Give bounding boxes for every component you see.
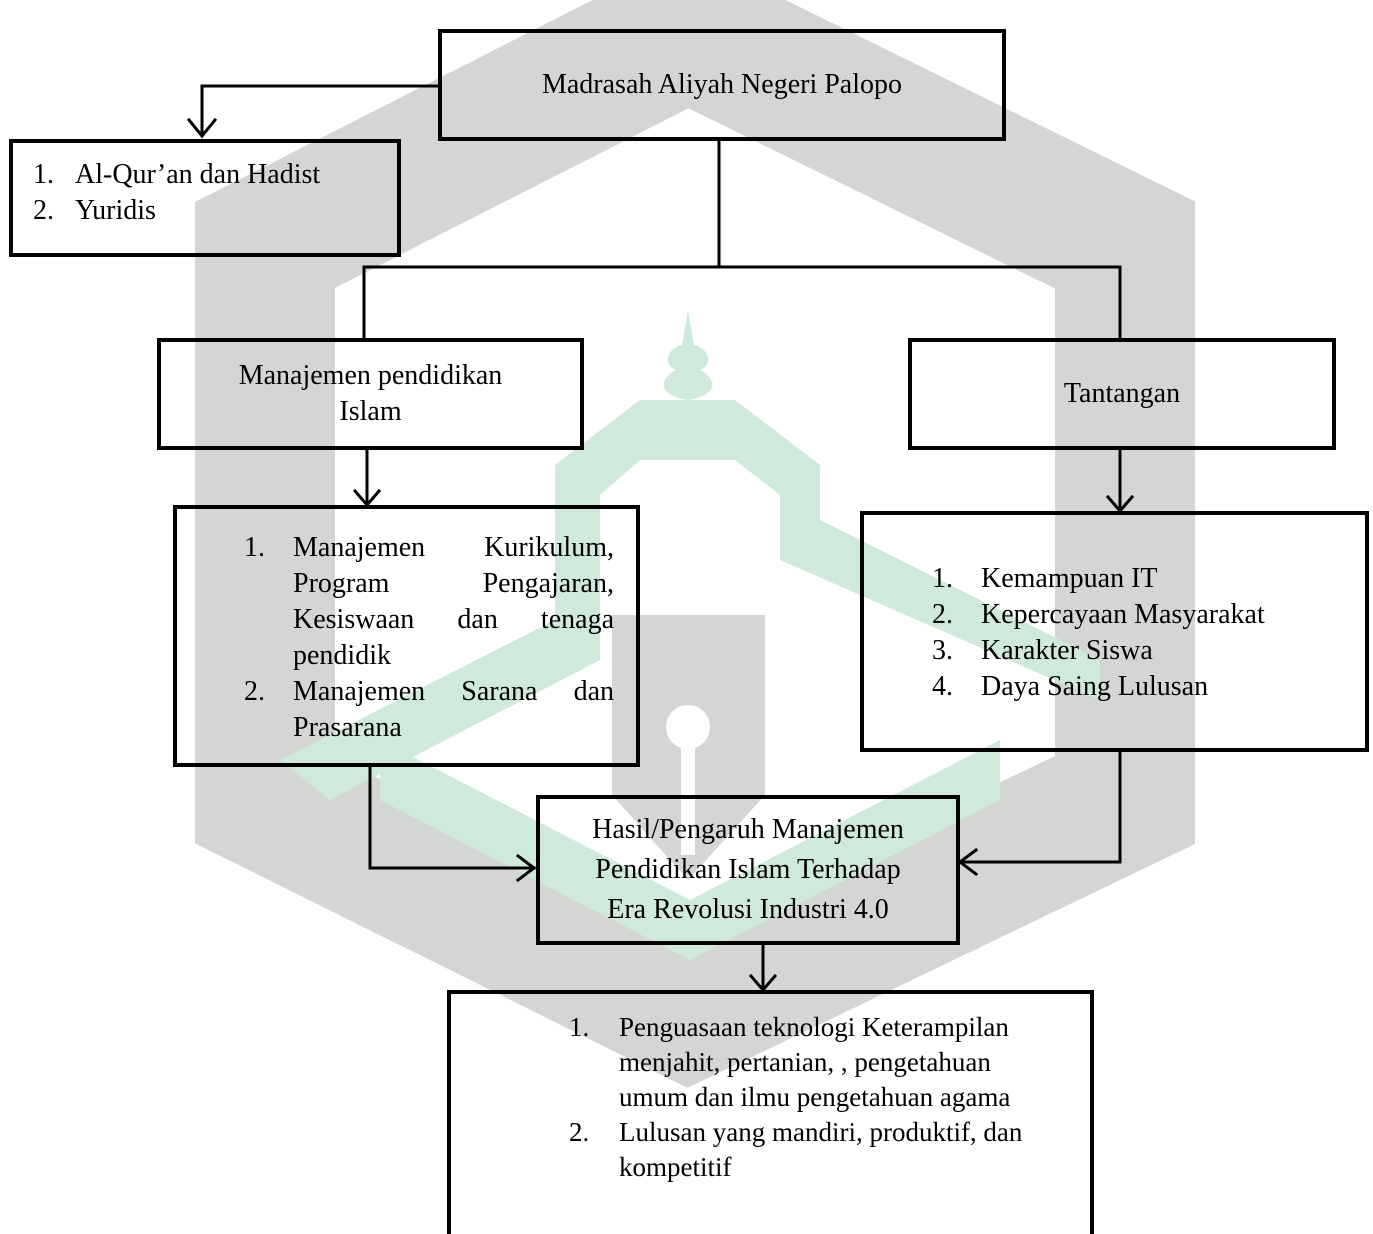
list-item-text: Yuridis [75,195,156,226]
connector-challenge-items-to-result [958,750,1122,864]
outcomes-node: 1. Penguasaan teknologi Keterampilan men… [447,990,1094,1234]
challenge-items-list: 1. Kemampuan IT 2. Kepercayaan Masyaraka… [932,561,1365,705]
list-item: 3. Karakter Siswa [932,633,1365,669]
watermark-hexagon [195,0,1195,1088]
result-node: Hasil/Pengaruh Manajemen Pendidikan Isla… [536,795,960,945]
foundation-list: 1. Al-Qur’an dan Hadist 2. Yuridis [33,157,397,229]
list-item-text: Penguasaan teknologi Keterampilan menjah… [619,1012,1011,1112]
list-item-number: 1. [33,159,54,190]
list-item: 1. Penguasaan teknologi Keterampilan men… [569,1010,1050,1115]
list-item-number: 2. [932,599,953,630]
list-item-text: Karakter Siswa [981,635,1153,666]
list-item-number: 2. [33,195,54,226]
list-item-number: 1. [244,532,265,563]
root-node: Madrasah Aliyah Negeri Palopo [438,29,1006,141]
connector-root-to-foundation [200,84,440,137]
connector-management-items-to-result [368,764,536,870]
watermark-pen-slit [681,745,695,855]
result-node-line-2: Pendidikan Islam Terhadap [595,854,901,885]
list-item-number: 1. [932,563,953,594]
challenges-node: Tantangan [908,338,1336,450]
watermark-pen-hole [666,705,710,749]
outcomes-list: 1. Penguasaan teknologi Keterampilan men… [569,1010,1050,1185]
list-item: 2. Kepercayaan Masyarakat [932,597,1365,633]
list-item-number: 3. [932,635,953,666]
list-item-text: Daya Saing Lulusan [981,671,1209,702]
list-item-text: Kepercayaan Masyarakat [981,599,1265,630]
result-node-line-1: Hasil/Pengaruh Manajemen [592,814,904,845]
list-item: 1. Manajemen Kurikulum, Program Pengajar… [244,530,614,674]
list-item: 2. Lulusan yang mandiri, produktif, dan … [569,1115,1050,1185]
management-node-line-1: Manajemen pendidikan [238,360,503,391]
list-item-number: 4. [932,671,953,702]
management-items-node: 1. Manajemen Kurikulum, Program Pengajar… [173,505,640,767]
watermark-green-arch [280,400,1100,800]
arrowhead-result-right [957,847,979,877]
arrowhead-result-left [515,853,537,883]
foundation-node: 1. Al-Qur’an dan Hadist 2. Yuridis [9,139,401,257]
list-item-text: Lulusan yang mandiri, produktif, dan kom… [619,1117,1023,1182]
result-node-line-3: Era Revolusi Industri 4.0 [607,894,889,925]
list-item-text: Al-Qur’an dan Hadist [75,159,321,190]
list-item-number: 2. [244,676,265,707]
list-item: 2. Yuridis [33,193,397,229]
list-item-text: Manajemen Sarana dan Prasarana [293,676,614,743]
watermark-dome [663,310,713,400]
list-item: 1. Kemampuan IT [932,561,1365,597]
challenge-items-node: 1. Kemampuan IT 2. Kepercayaan Masyaraka… [860,511,1369,752]
management-node-line-2: Islam [339,396,402,427]
management-items-list: 1. Manajemen Kurikulum, Program Pengajar… [244,530,614,746]
list-item: 2. Manajemen Sarana dan Prasarana [244,674,614,746]
list-item-number: 2. [569,1117,590,1147]
root-node-label: Madrasah Aliyah Negeri Palopo [541,69,903,100]
challenges-node-label: Tantangan [1063,378,1181,409]
list-item: 1. Al-Qur’an dan Hadist [33,157,397,193]
list-item-text: Manajemen Kurikulum, Program Pengajaran,… [293,532,614,671]
arrowhead-foundation [186,117,218,139]
management-node: Manajemen pendidikan Islam [157,338,584,450]
list-item-text: Kemampuan IT [981,563,1158,594]
list-item-number: 1. [569,1012,590,1042]
watermark-green-band [380,740,1000,960]
list-item: 4. Daya Saing Lulusan [932,669,1365,705]
